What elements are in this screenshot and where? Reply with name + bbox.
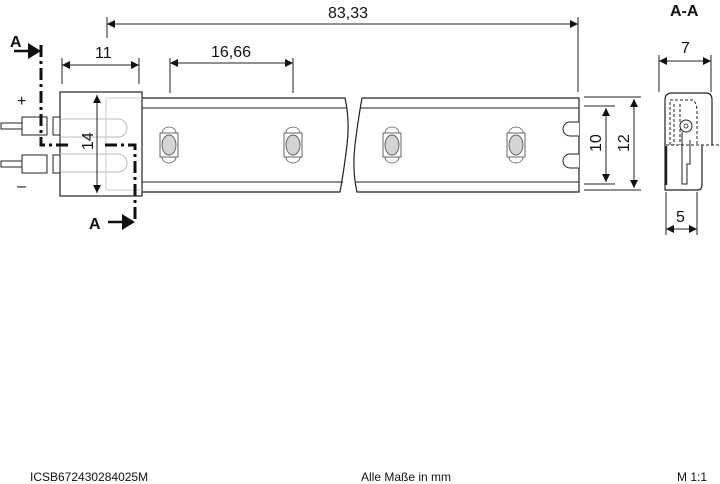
led-chip xyxy=(159,126,179,164)
dimension-inner-width-label: 10 xyxy=(588,134,605,152)
section-title: A-A xyxy=(670,3,699,20)
dimension-connector-length-label: 11 xyxy=(95,45,112,62)
units-note: Alle Maße in mm xyxy=(361,470,452,484)
dimension-connector-height: 14 xyxy=(80,95,101,193)
dimension-section-bottom-width-label: 5 xyxy=(676,209,685,226)
led-chip xyxy=(283,126,303,164)
section-line xyxy=(14,43,137,230)
dimension-strip-width: 12 xyxy=(584,96,641,191)
dimension-strip-width-label: 12 xyxy=(616,134,633,152)
dimension-total-length-label: 83,33 xyxy=(328,5,368,22)
led-strip-segment-right xyxy=(353,97,580,193)
dimension-connector-length: 11 xyxy=(61,45,140,84)
section-marker-top: A xyxy=(10,34,22,51)
polarity-minus-label: – xyxy=(17,178,26,195)
article-number: ICSB672430284025M xyxy=(30,470,149,484)
dimension-section-bottom-width: 5 xyxy=(665,192,698,235)
led-chip xyxy=(382,126,402,164)
dimension-section-width: 7 xyxy=(658,40,712,92)
led-strip-segment-left xyxy=(142,97,349,193)
section-profile xyxy=(664,92,720,191)
wire-plug-negative xyxy=(0,154,48,174)
dimension-inner-width: 10 xyxy=(584,105,615,185)
dimension-led-pitch-label: 16,66 xyxy=(211,44,251,61)
dimension-total-length: 83,33 xyxy=(106,5,579,92)
section-marker-bottom: A xyxy=(89,216,101,233)
polarity-plus-label: + xyxy=(17,93,26,110)
led-chip xyxy=(506,126,526,164)
dimension-led-pitch: 16,66 xyxy=(169,44,294,93)
dimension-connector-height-label: 14 xyxy=(80,132,97,150)
scale-label: M 1:1 xyxy=(677,470,708,484)
dimension-section-width-label: 7 xyxy=(681,40,690,57)
